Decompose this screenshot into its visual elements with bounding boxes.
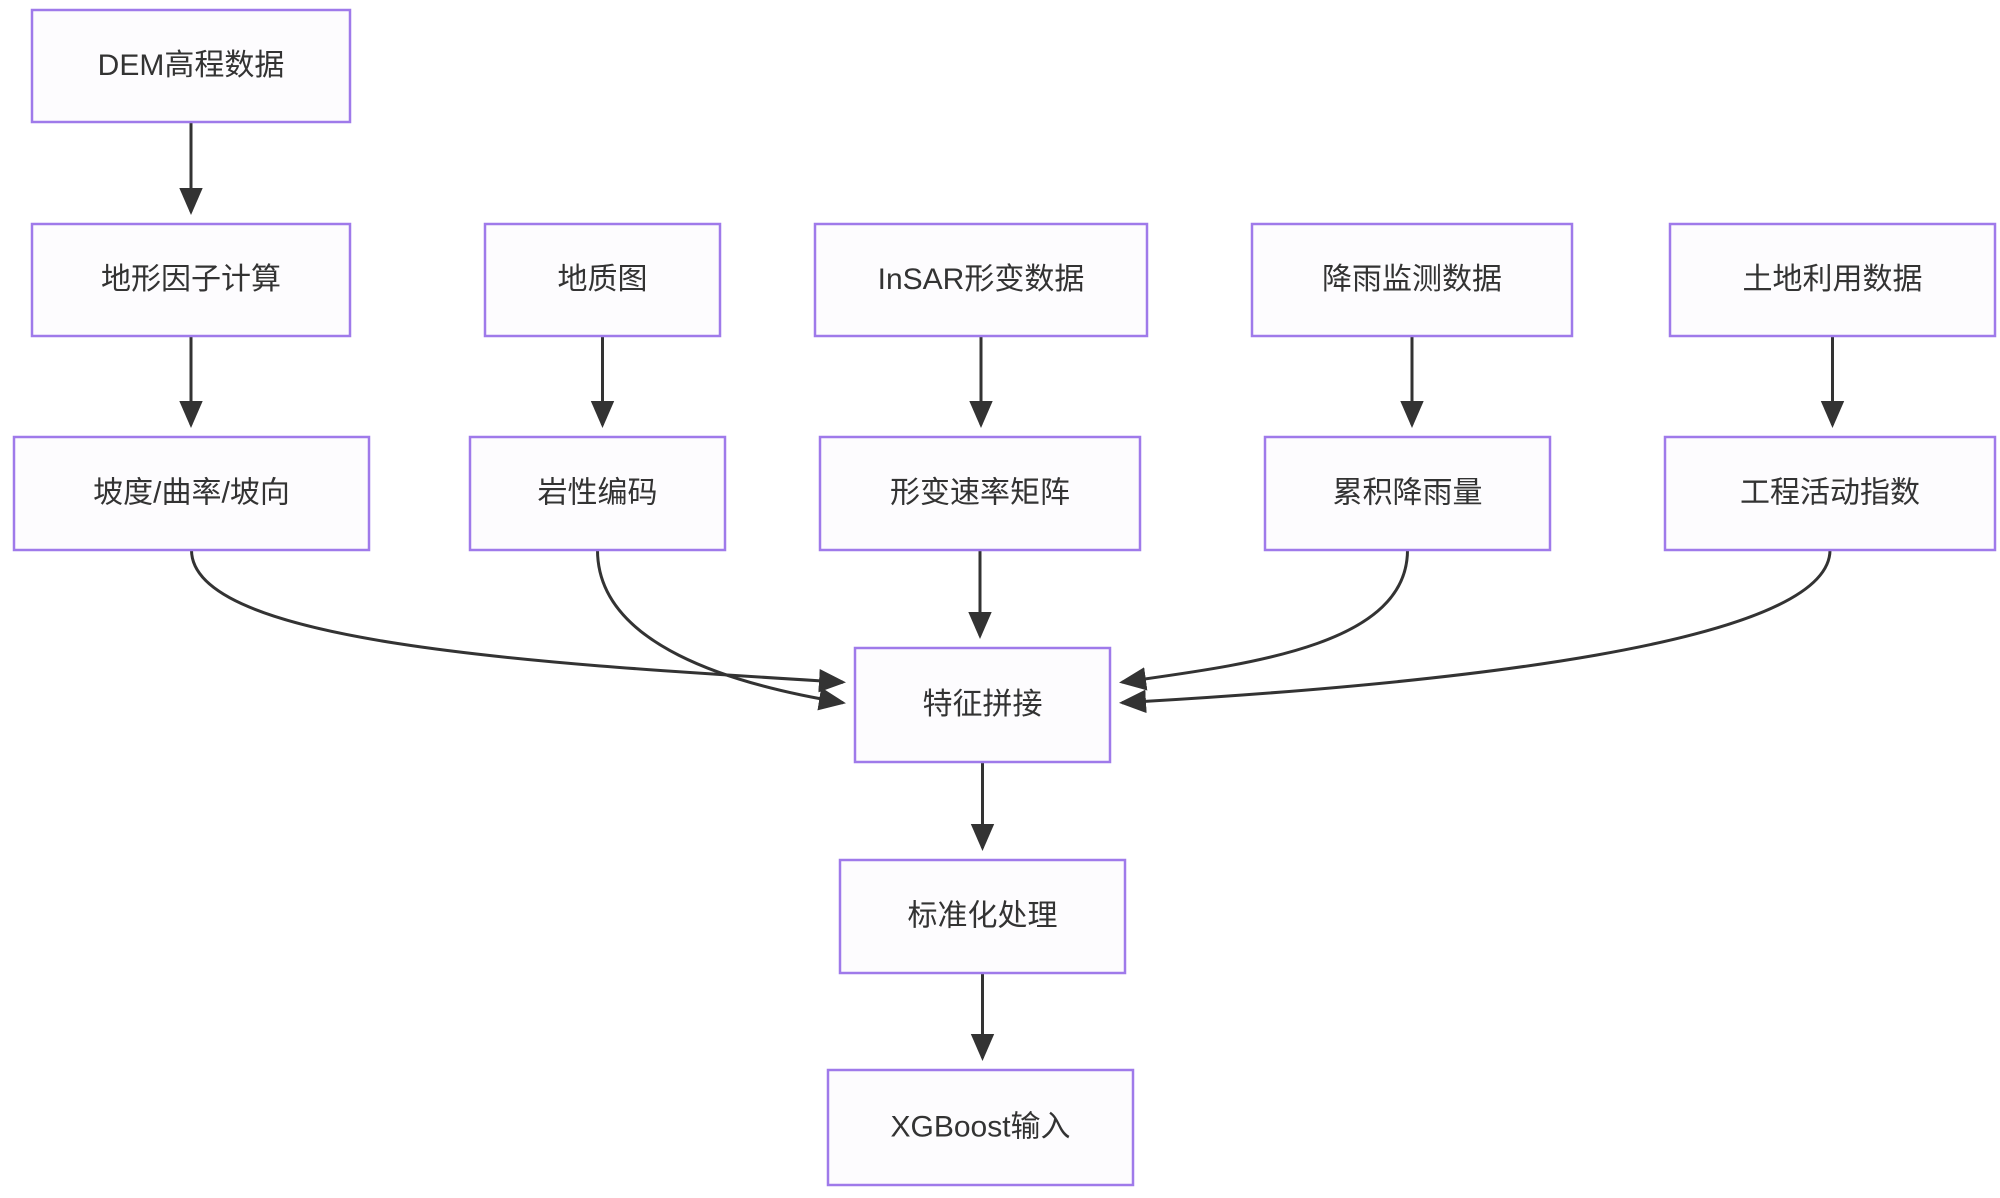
node-box-rainfall[interactable] <box>1250 222 1574 338</box>
node-box-defrate[interactable] <box>818 435 1142 552</box>
node-insar[interactable]: InSAR形变数据 <box>813 222 1149 338</box>
node-label-defrate: 形变速率矩阵 <box>890 476 1070 509</box>
node-label-landuse: 土地利用数据 <box>1743 263 1923 296</box>
node-label-rainfall: 降雨监测数据 <box>1322 263 1502 296</box>
edge-slope-to-concat <box>190 549 846 693</box>
node-label-lithology: 岩性编码 <box>538 476 658 509</box>
node-slope[interactable]: 坡度/曲率/坡向 <box>12 435 371 552</box>
edge-lithology-to-concat <box>596 549 846 711</box>
node-label-slope: 坡度/曲率/坡向 <box>93 476 290 509</box>
node-label-engidx: 工程活动指数 <box>1740 476 1920 509</box>
node-normalize[interactable]: 标准化处理 <box>838 858 1127 975</box>
node-xgboost[interactable]: XGBoost输入 <box>826 1068 1135 1187</box>
node-dem[interactable]: DEM高程数据 <box>30 8 352 124</box>
node-box-dem[interactable] <box>30 8 352 124</box>
node-box-concat[interactable] <box>853 646 1112 764</box>
node-box-lithology[interactable] <box>468 435 727 552</box>
node-rainfall[interactable]: 降雨监测数据 <box>1250 222 1574 338</box>
node-box-slope[interactable] <box>12 435 371 552</box>
node-box-landuse[interactable] <box>1668 222 1997 338</box>
node-box-terrain[interactable] <box>30 222 352 338</box>
node-defrate[interactable]: 形变速率矩阵 <box>818 435 1142 552</box>
node-label-terrain: 地形因子计算 <box>101 263 281 296</box>
node-label-dem: DEM高程数据 <box>98 49 285 82</box>
node-label-normalize: 标准化处理 <box>908 899 1058 932</box>
node-box-engidx[interactable] <box>1663 435 1997 552</box>
node-terrain[interactable]: 地形因子计算 <box>30 222 352 338</box>
node-box-geomap[interactable] <box>483 222 722 338</box>
node-box-xgboost[interactable] <box>826 1068 1135 1187</box>
node-box-normalize[interactable] <box>838 858 1127 975</box>
node-cumrain[interactable]: 累积降雨量 <box>1263 435 1552 552</box>
node-concat[interactable]: 特征拼接 <box>853 646 1112 764</box>
node-label-geomap: 地质图 <box>558 263 648 296</box>
node-label-cumrain: 累积降雨量 <box>1333 476 1483 509</box>
node-lithology[interactable]: 岩性编码 <box>468 435 727 552</box>
node-geomap[interactable]: 地质图 <box>483 222 722 338</box>
node-box-insar[interactable] <box>813 222 1149 338</box>
node-landuse[interactable]: 土地利用数据 <box>1668 222 1997 338</box>
edges-layer <box>179 122 1845 1061</box>
node-label-concat: 特征拼接 <box>923 688 1043 721</box>
edge-engidx-to-concat <box>1119 549 1832 714</box>
edge-cumrain-to-concat <box>1119 549 1409 691</box>
node-label-xgboost: XGBoost输入 <box>890 1110 1070 1143</box>
node-label-insar: InSAR形变数据 <box>878 263 1085 296</box>
node-box-cumrain[interactable] <box>1263 435 1552 552</box>
node-engidx[interactable]: 工程活动指数 <box>1663 435 1997 552</box>
